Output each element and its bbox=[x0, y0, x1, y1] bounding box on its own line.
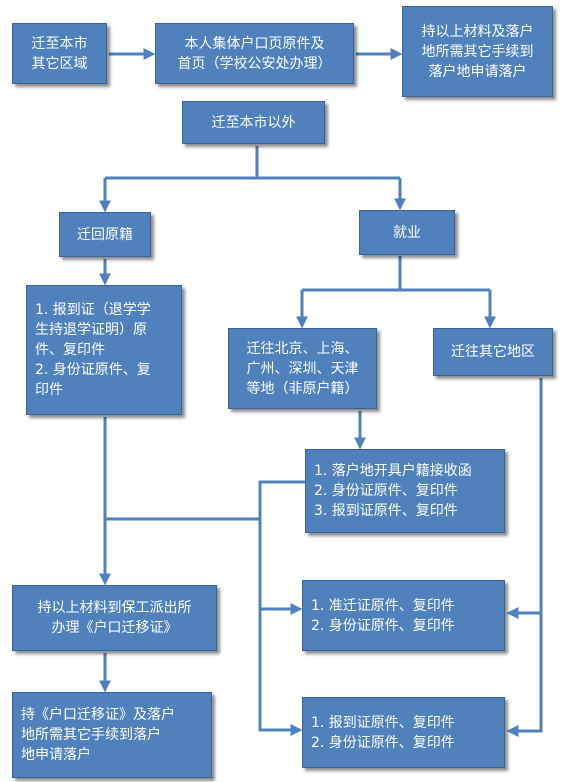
node-final-submit-line-1: 持《户口迁移证》及落户 bbox=[21, 707, 175, 723]
node-other-regions-line-1: 迁往其它地区 bbox=[451, 344, 535, 360]
node-return-docs-line-3: 件、复印件 bbox=[35, 342, 105, 358]
node-return-docs-line-4: 2. 身份证原件、复 bbox=[35, 362, 151, 378]
node-return-docs-line-2: 生持退学证明）原 bbox=[35, 322, 147, 338]
node-local-other-line-1: 迁至本市 bbox=[31, 35, 88, 52]
node-other-regions: 迁往其它地区 bbox=[433, 328, 553, 376]
node-city-docs-line-3: 3. 报到证原件、复印件 bbox=[314, 503, 458, 519]
node-major-cities-line-1: 迁往北京、上海、 bbox=[246, 340, 359, 357]
node-return-docs-line-5: 印件 bbox=[35, 382, 63, 398]
node-employment-line-1: 就业 bbox=[393, 224, 421, 241]
node-permit-docs: 1. 准迁证原件、复印件 2. 身份证原件、复印件 bbox=[302, 580, 505, 651]
node-collective-hukou: 本人集体户口页原件及首页（学校公安处办理） bbox=[155, 23, 354, 84]
node-return-docs-line-1: 1. 报到证（退学学 bbox=[35, 302, 151, 318]
node-permit-docs-line-2: 2. 身份证原件、复印件 bbox=[311, 617, 455, 634]
node-local-submit-line-2: 地所需其它手续到 bbox=[421, 43, 534, 60]
node-permit-docs-line-1: 1. 准迁证原件、复印件 bbox=[311, 597, 455, 614]
node-report-docs-line-1: 1. 报到证原件、复印件 bbox=[311, 714, 455, 731]
node-collective-hukou-line-1: 本人集体户口页原件及 bbox=[184, 35, 325, 52]
arrow-to-permit-docs bbox=[258, 519, 303, 615]
node-local-submit-line-3: 落户地申请落户 bbox=[428, 63, 527, 80]
node-city-docs-line-2: 2. 身份证原件、复印件 bbox=[314, 483, 458, 499]
node-city-docs-line-1: 1. 落户地开具户籍接收函 bbox=[314, 463, 472, 479]
node-major-cities-line-3: 等地（非原户籍） bbox=[246, 380, 359, 397]
arrow-other-to-permit bbox=[506, 378, 543, 619]
node-return-origin: 迁回原籍 bbox=[59, 212, 151, 257]
node-police-station-line-1: 持以上材料到保工派出所 bbox=[37, 600, 192, 616]
node-major-cities-line-2: 广州、深圳、天津 bbox=[246, 360, 359, 377]
node-police-station-line-2: 办理《户口迁移证》 bbox=[51, 620, 178, 636]
node-outside-city-line-1: 迁至本市以外 bbox=[211, 114, 296, 131]
node-employment: 就业 bbox=[359, 210, 455, 255]
node-outside-city: 迁至本市以外 bbox=[182, 101, 325, 144]
node-city-docs: 1. 落户地开具户籍接收函 2. 身份证原件、复印件 3. 报到证原件、复印件 bbox=[305, 449, 505, 533]
node-local-submit: 持以上材料及落户地所需其它手续到落户地申请落户 bbox=[402, 6, 553, 97]
node-report-docs-line-2: 2. 身份证原件、复印件 bbox=[311, 734, 455, 751]
node-local-submit-line-1: 持以上材料及落户 bbox=[421, 23, 534, 40]
node-collective-hukou-line-2: 首页（学校公安处办理） bbox=[177, 55, 332, 72]
arrow-to-report-docs bbox=[258, 609, 303, 736]
node-final-submit-line-3: 地申请落户 bbox=[21, 747, 91, 763]
node-return-origin-line-1: 迁回原籍 bbox=[77, 226, 133, 243]
node-police-station: 持以上材料到保工派出所办理《户口迁移证》 bbox=[12, 585, 217, 651]
node-return-docs: 1. 报到证（退学学生持退学证明）原件、复印件 2. 身份证原件、复印件 bbox=[26, 285, 182, 415]
node-final-submit-line-2: 地所需其它手续到落户 bbox=[21, 727, 161, 743]
node-major-cities: 迁往北京、上海、广州、深圳、天津等地（非原户籍） bbox=[228, 328, 377, 409]
node-local-other-line-2: 其它区域 bbox=[31, 55, 88, 72]
arrow-other-to-report bbox=[506, 613, 543, 737]
node-final-submit: 持《户口迁移证》及落户地所需其它手续到落户地申请落户 bbox=[12, 692, 212, 778]
node-local-other: 迁至本市其它区域 bbox=[12, 23, 107, 84]
node-report-docs: 1. 报到证原件、复印件 2. 身份证原件、复印件 bbox=[302, 697, 505, 768]
